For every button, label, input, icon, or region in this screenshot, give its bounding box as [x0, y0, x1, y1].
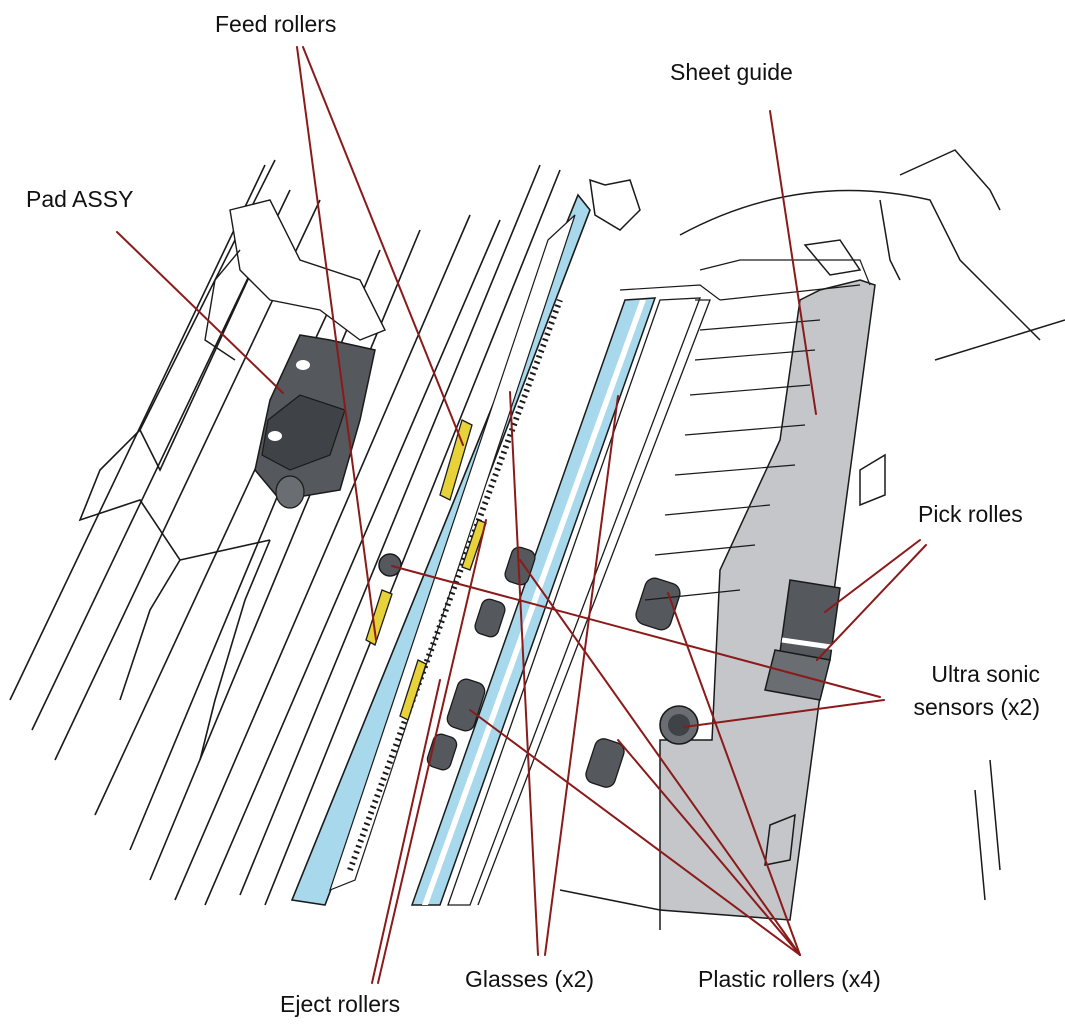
leader-ultrasonic-1	[391, 565, 881, 698]
leader-lines	[116, 46, 927, 984]
leader-plastic-rollers-4	[617, 739, 801, 956]
sheet-guide-part	[659, 279, 876, 921]
right-housing	[559, 149, 1065, 930]
leader-glasses-2	[544, 395, 619, 956]
leader-feed-rollers-1	[296, 46, 377, 641]
ultrasonic-sensors-part	[378, 553, 699, 745]
label-pick-rolles: Pick rolles	[918, 501, 1023, 527]
leader-ultrasonic-2	[683, 699, 885, 728]
frame-outline	[9, 159, 561, 906]
leader-plastic-rollers-2	[469, 709, 801, 956]
leader-feed-rollers-2	[302, 46, 464, 446]
label-sheet-guide: Sheet guide	[670, 59, 793, 85]
leader-sheet-guide	[769, 110, 817, 415]
leader-glasses-1	[509, 391, 539, 956]
leader-eject-rollers-2	[377, 519, 487, 984]
glass-strip-main	[290, 193, 591, 906]
label-ultrasonic-line1: Ultra sonic	[931, 661, 1040, 687]
leader-eject-rollers-1	[371, 679, 441, 984]
label-feed-rollers: Feed rollers	[215, 11, 337, 37]
label-glasses: Glasses (x2)	[465, 966, 595, 992]
glass-strip-inner	[410, 297, 711, 906]
chute-ribs	[619, 259, 871, 601]
yellow-rollers	[365, 419, 487, 721]
leader-pick-rolles-1	[824, 539, 921, 613]
leader-plastic-rollers-1	[519, 559, 801, 956]
pick-rollers-part	[764, 579, 841, 701]
leader-plastic-rollers-3	[667, 592, 801, 956]
label-ultrasonic-line2: sensors (x2)	[913, 694, 1040, 720]
label-eject-rollers: Eject rollers	[280, 991, 401, 1017]
leader-pick-rolles-2	[816, 544, 927, 661]
label-pad-assy: Pad ASSY	[26, 186, 134, 212]
leader-pad-assy	[116, 231, 284, 394]
label-plastic-rollers: Plastic rollers (x4)	[698, 966, 881, 992]
pad-assy-part	[204, 199, 386, 509]
